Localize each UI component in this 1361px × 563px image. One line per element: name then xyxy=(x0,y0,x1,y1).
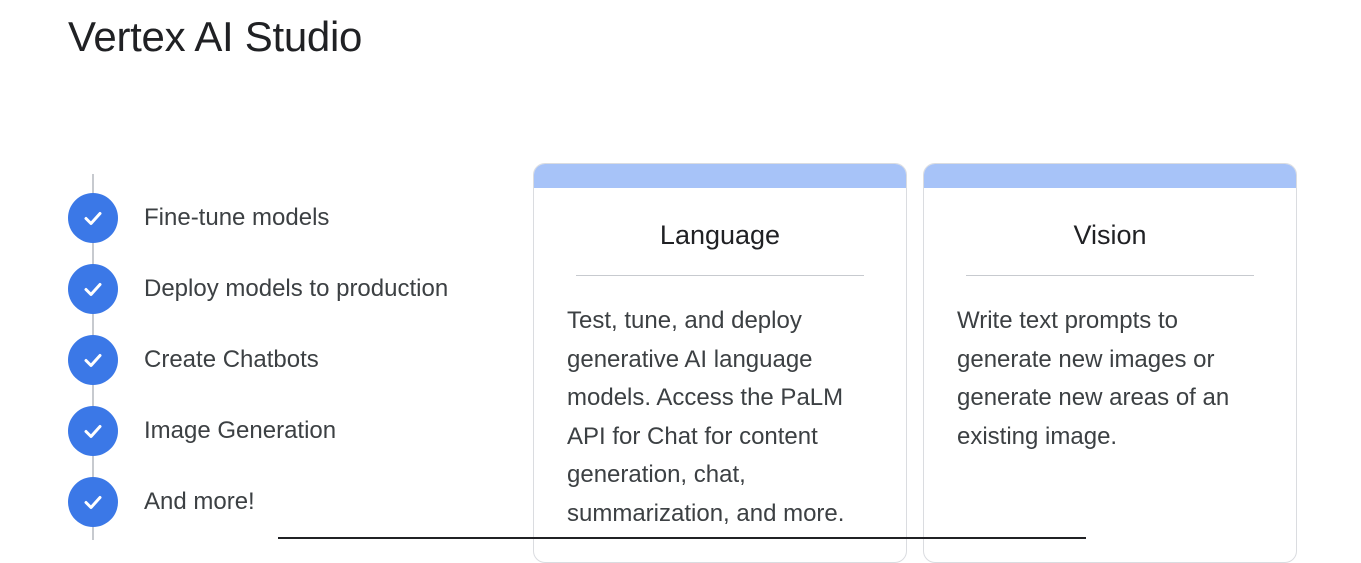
card-divider xyxy=(576,275,864,276)
card-vision: Vision Write text prompts to generate ne… xyxy=(923,163,1297,563)
feature-item-chatbots: Create Chatbots xyxy=(68,335,319,385)
card-title: Vision xyxy=(1073,220,1147,250)
check-icon xyxy=(68,406,118,456)
card-title: Language xyxy=(659,220,781,250)
bottom-rule xyxy=(278,537,1086,539)
card-description: Write text prompts to generate new image… xyxy=(957,307,1230,450)
check-icon xyxy=(68,193,118,243)
check-icon xyxy=(68,477,118,527)
check-icon xyxy=(68,335,118,385)
feature-item-image-generation: Image Generation xyxy=(68,406,336,456)
feature-label: Image Generation xyxy=(144,417,337,444)
feature-item-deploy: Deploy models to production xyxy=(68,264,448,314)
feature-label: And more! xyxy=(144,488,255,515)
page-title: Vertex AI Studio xyxy=(68,13,363,60)
check-icon xyxy=(68,264,118,314)
feature-item-fine-tune: Fine-tune models xyxy=(68,193,329,243)
feature-label: Deploy models to production xyxy=(144,275,449,302)
card-header-bar xyxy=(924,164,1296,188)
feature-item-and-more: And more! xyxy=(68,477,255,527)
card-header-bar xyxy=(534,164,906,188)
feature-label: Create Chatbots xyxy=(144,346,319,373)
card-language: Language Test, tune, and deploy generati… xyxy=(533,163,907,563)
feature-label: Fine-tune models xyxy=(144,204,330,231)
card-description: Test, tune, and deploy generative AI lan… xyxy=(567,307,845,527)
card-divider xyxy=(966,275,1254,276)
